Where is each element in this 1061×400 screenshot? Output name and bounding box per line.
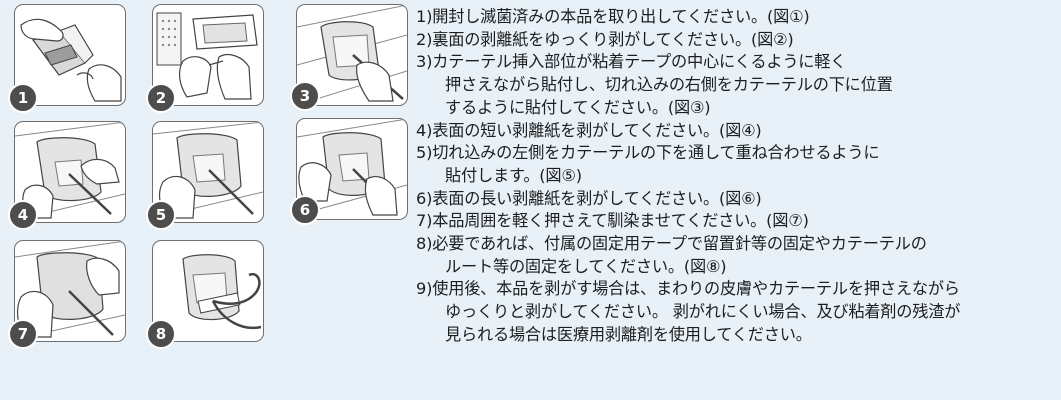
step-line-continued: するように貼付してください。(図③) [445, 97, 711, 117]
step-number-badge-2: 2 [146, 83, 176, 113]
step-number-badge-4: 4 [8, 200, 38, 230]
step-line: 4)表面の短い剥離紙を剥がしてください。(図④) [416, 120, 762, 140]
illustration-panel-2: 2 [146, 4, 264, 113]
step7-illustration [15, 241, 125, 340]
step-item-1: 1)開封し滅菌済みの本品を取り出してください。(図①) [416, 6, 1056, 29]
illustration-panel-5: 5 [146, 121, 264, 230]
step-line: 8)必要であれば、付属の固定用テープで留置針等の固定やカテーテルの [416, 234, 927, 254]
step-number-badge-6: 6 [290, 195, 320, 225]
step-item-5: 5)切れ込みの左側をカテーテルの下を通して重ね合わせるように 貼付します。(図⑤… [416, 142, 1056, 187]
step1-illustration [20, 18, 122, 102]
step4-illustration [15, 122, 125, 221]
step-number-badge-5: 5 [146, 200, 176, 230]
step-item-6: 6)表面の長い剥離紙を剥がしてください。(図⑥) [416, 188, 1056, 211]
step8-illustration [182, 254, 262, 330]
step-number-badge-8: 8 [146, 319, 176, 349]
instruction-steps: 1)開封し滅菌済みの本品を取り出してください。(図①) 2)裏面の剥離紙をゆっく… [416, 6, 1056, 347]
step-item-8: 8)必要であれば、付属の固定用テープで留置針等の固定やカテーテルの ルート等の固… [416, 233, 1056, 278]
step-line: 1)開封し滅菌済みの本品を取り出してください。(図①) [416, 7, 810, 26]
illustration-panel-3: 3 [290, 4, 408, 111]
step-line: 9)使用後、本品を剥がす場合は、まわりの皮膚やカテーテルを押さえながら [416, 279, 960, 299]
step-line-continued: 貼付します。(図⑤) [445, 165, 582, 185]
step-number-badge-7: 7 [8, 319, 38, 349]
illustration-panel-1: 1 [8, 4, 126, 113]
step-item-3: 3)カテーテル挿入部位が粘着テープの中心にくるように軽く 押さえながら貼付し、切… [416, 51, 1056, 119]
step2-illustration [156, 12, 258, 100]
illustration-panel-4: 4 [8, 121, 126, 230]
step-line-continued: ゆっくりと剥がしてください。 剥がれにくい場合、及び粘着剤の残渣が [445, 302, 961, 322]
step-line: 3)カテーテル挿入部位が粘着テープの中心にくるように軽く [416, 52, 847, 72]
illustration-panel-7: 7 [8, 240, 126, 349]
step-item-2: 2)裏面の剥離紙をゆっくり剥がしてください。(図②) [416, 29, 1056, 52]
step-line-continued: 押さえながら貼付し、切れ込みの右側をカテーテルの下に位置 [445, 75, 893, 95]
step-item-4: 4)表面の短い剥離紙を剥がしてください。(図④) [416, 120, 1056, 143]
step-item-9: 9)使用後、本品を剥がす場合は、まわりの皮膚やカテーテルを押さえながら ゆっくり… [416, 278, 1056, 346]
illustration-panel-8: 8 [146, 240, 264, 349]
step6-illustration [297, 119, 407, 216]
step-line: 7)本品周囲を軽く押さえて馴染ませてください。(図⑦) [416, 211, 809, 231]
step-line: 2)裏面の剥離紙をゆっくり剥がしてください。(図②) [416, 29, 794, 49]
illustration-panel-6: 6 [290, 118, 408, 225]
step-line: 5)切れ込みの左側をカテーテルの下を通して重ね合わせるように [416, 143, 880, 163]
step-line: 6)表面の長い剥離紙を剥がしてください。(図⑥) [416, 188, 762, 208]
step-item-7: 7)本品周囲を軽く押さえて馴染ませてください。(図⑦) [416, 210, 1056, 233]
step-number-badge-3: 3 [290, 81, 320, 111]
step-line-continued: 見られる場合は医療用剥離剤を使用してください。 [445, 324, 812, 344]
step-line-continued: ルート等の固定をしてください。(図⑧) [445, 256, 727, 276]
step-number-badge-1: 1 [8, 83, 38, 113]
illustration-grid: 1 2 3 [0, 0, 420, 400]
